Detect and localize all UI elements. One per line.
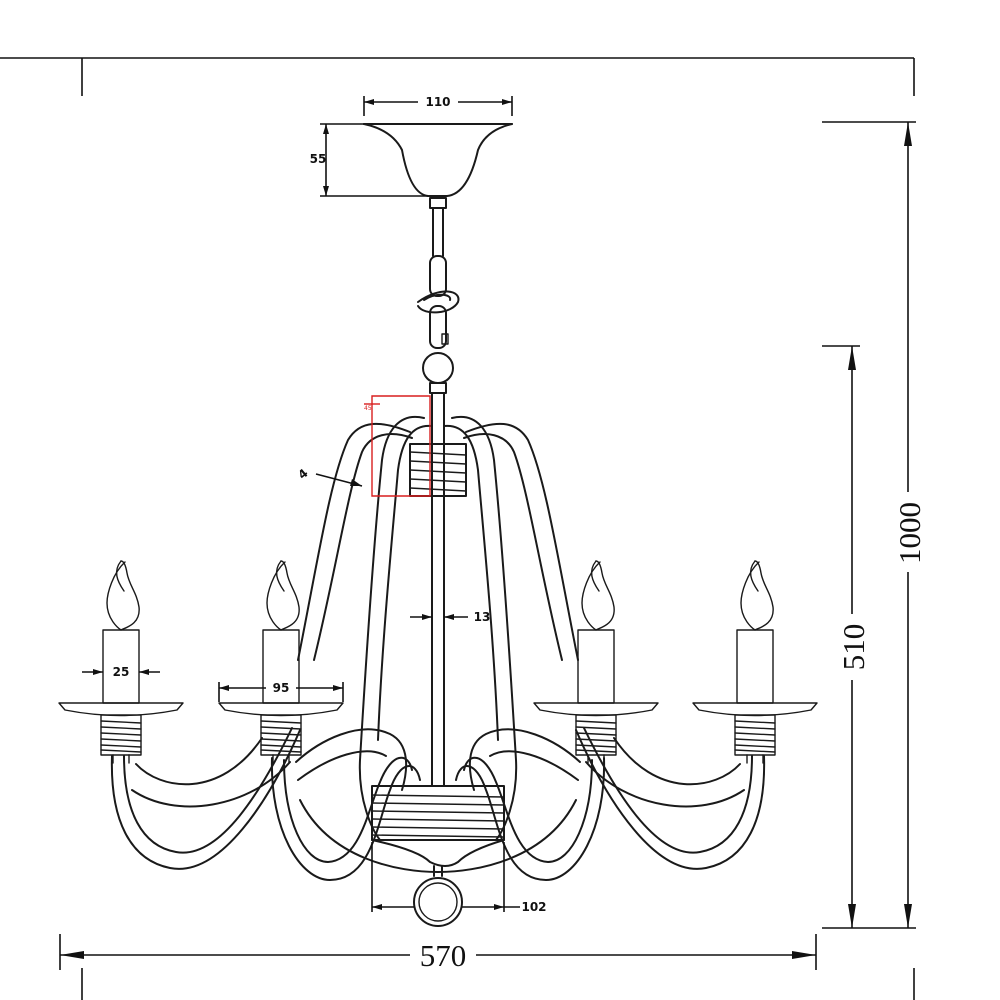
dim-body: 102 — [371, 842, 547, 914]
central-stem — [409, 392, 467, 786]
dim-label-dripcup: 95 — [273, 681, 290, 695]
dim-label-total-width: 570 — [420, 938, 467, 973]
central-body — [371, 785, 505, 927]
dim-label-arm-width: 4 — [295, 466, 310, 482]
candle-4 — [692, 560, 818, 764]
dim-canopy-height: 55 — [310, 123, 428, 197]
dim-total-width: 570 — [59, 934, 817, 973]
candle-3 — [533, 560, 659, 764]
dim-label-candle: 25 — [113, 665, 130, 679]
dim-candle: 25 — [82, 665, 160, 679]
candle-2 — [218, 560, 344, 764]
dim-label-body-height: 510 — [836, 624, 871, 671]
ceiling-canopy — [363, 123, 513, 197]
dim-dripcup: 95 — [218, 681, 344, 702]
dim-canopy-width: 110 — [363, 95, 513, 116]
lower-arms — [110, 727, 766, 881]
dim-arm-width: 4 — [295, 466, 363, 487]
detail-label: 45 — [364, 405, 372, 412]
frame-lines — [0, 57, 915, 1000]
dim-stem: 13 — [410, 610, 490, 624]
dim-label-body: 102 — [521, 900, 546, 914]
candle-1 — [58, 560, 184, 764]
suspension-chain — [417, 197, 460, 394]
dim-label-total-height: 1000 — [892, 502, 927, 564]
upper-arms — [297, 415, 579, 841]
dim-total-height: 1000 — [822, 121, 927, 929]
dim-label-canopy-height: 55 — [310, 152, 327, 166]
dim-body-height: 510 — [822, 345, 871, 928]
dim-label-canopy-width: 110 — [425, 95, 450, 109]
dim-label-stem: 13 — [474, 610, 491, 624]
detail-callout: 45 — [364, 395, 431, 497]
